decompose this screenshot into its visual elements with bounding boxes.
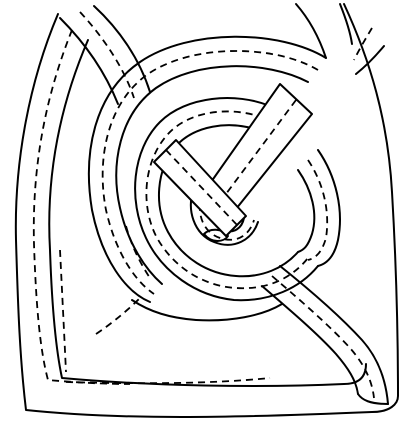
top-right-band [296, 4, 384, 74]
frame-stitch-line [34, 30, 130, 384]
middle-ring-right-2 [298, 170, 314, 252]
lower-left-details [60, 250, 282, 372]
tl-band-stitch [80, 12, 134, 98]
lower-left-fold [60, 250, 66, 372]
outer-ring-stitch [103, 51, 318, 294]
lr-band-edge-2 [262, 286, 358, 394]
middle-ring-right-1 [318, 150, 340, 266]
lower-right-band [262, 266, 388, 404]
top-left-band [60, 6, 150, 104]
outer-ring-radial-2 [96, 298, 140, 334]
outer-ring-radial-1 [126, 226, 150, 278]
lower-left-curve [132, 300, 282, 320]
middle-ring-right-stitch [308, 160, 327, 260]
